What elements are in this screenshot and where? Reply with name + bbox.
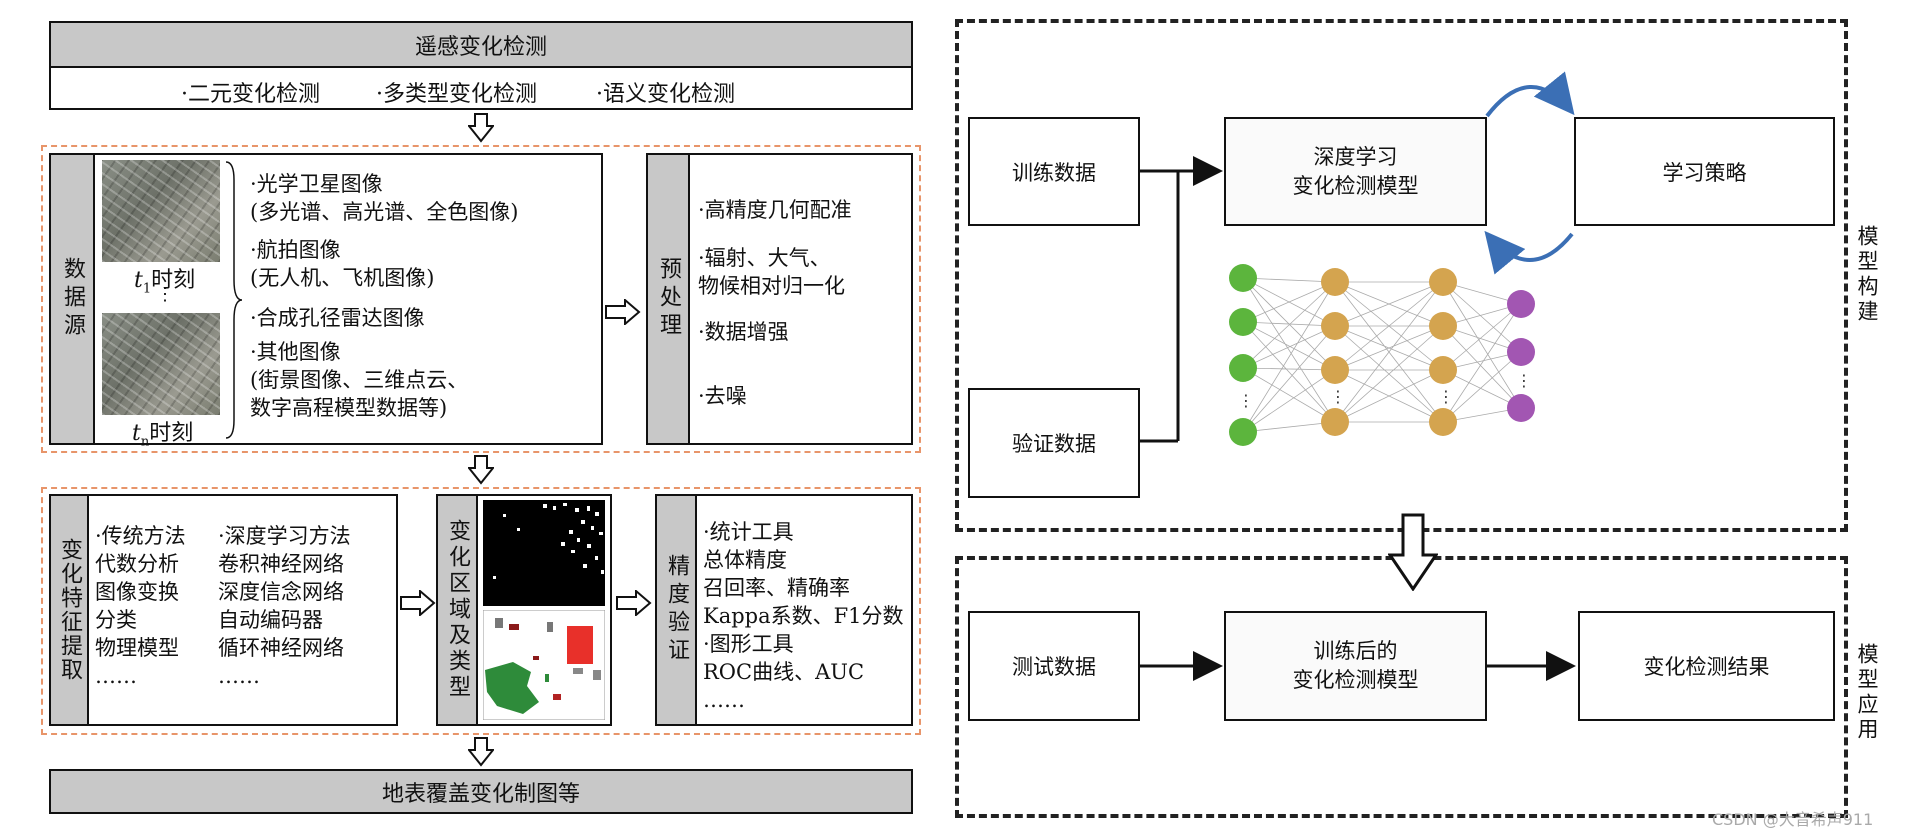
watermark: CSDN @大音希声911 bbox=[1712, 810, 1874, 829]
down-arrow-icon bbox=[468, 113, 494, 143]
right-arrow-icon bbox=[605, 299, 641, 325]
svg-text:⋮: ⋮ bbox=[1330, 387, 1346, 406]
svg-text:⋮: ⋮ bbox=[1438, 387, 1454, 406]
traditional-methods-list: ·传统方法 代数分析 图像变换 分类 物理模型 …… bbox=[95, 524, 186, 688]
type-binary: ·二元变化检测 bbox=[181, 82, 320, 107]
deep-learning-model-box: 深度学习 变化检测模型 bbox=[1224, 117, 1487, 226]
preprocess-label: 预处理 bbox=[648, 155, 690, 443]
svg-text:⋮: ⋮ bbox=[1238, 391, 1254, 410]
time-ellipsis: ⋮ bbox=[156, 284, 174, 305]
test-data-box: 测试数据 bbox=[968, 611, 1140, 721]
satellite-image-tn bbox=[102, 313, 220, 415]
data-source-label: 数据源 bbox=[51, 155, 95, 443]
down-arrow-icon bbox=[468, 737, 494, 767]
data-source-list: ·光学卫星图像 (多光谱、高光谱、全色图像) ·航拍图像 (无人机、飞机图像) … bbox=[250, 172, 519, 420]
time-t1-label: t1时刻 bbox=[134, 268, 196, 297]
multiclass-change-map bbox=[483, 610, 605, 720]
detection-result-box: 变化检测结果 bbox=[1578, 611, 1835, 721]
accuracy-list: ·统计工具 总体精度 召回率、精确率 Kappa系数、F1分数 ·图形工具 RO… bbox=[703, 520, 904, 712]
preprocess-list: ·高精度几何配准 ·辐射、大气、 物候相对归一化 ·数据增强 ·去噪 bbox=[698, 198, 852, 408]
svg-text:⋮: ⋮ bbox=[1516, 371, 1532, 390]
time-tn-label: tn时刻 bbox=[132, 421, 194, 450]
change-detection-types: ·二元变化检测 ·多类型变化检测 ·语义变化检测 bbox=[49, 66, 913, 110]
validation-data-box: 验证数据 bbox=[968, 388, 1140, 498]
learning-strategy-box: 学习策略 bbox=[1574, 117, 1835, 226]
accuracy-box bbox=[655, 494, 913, 726]
right-arrow-icon bbox=[400, 590, 436, 616]
title-remote-sensing-change-detection: 遥感变化检测 bbox=[49, 21, 913, 68]
model-build-label: 模型构建 bbox=[1855, 225, 1879, 325]
model-apply-label: 模型应用 bbox=[1855, 643, 1879, 743]
feature-extraction-box bbox=[49, 494, 398, 726]
hollow-down-arrow-icon bbox=[1388, 513, 1438, 591]
feature-accuracy-group bbox=[41, 487, 921, 735]
change-region-label: 变化区域及类型 bbox=[438, 496, 478, 724]
trained-model-box: 训练后的 变化检测模型 bbox=[1224, 611, 1487, 721]
binary-change-map bbox=[483, 500, 605, 606]
data-preprocess-group bbox=[41, 145, 921, 453]
down-arrow-icon bbox=[468, 455, 494, 485]
brace-icon bbox=[225, 161, 243, 439]
type-multiclass: ·多类型变化检测 bbox=[376, 82, 537, 107]
accuracy-label: 精度验证 bbox=[657, 496, 697, 724]
training-data-box: 训练数据 bbox=[968, 117, 1140, 226]
feature-extraction-label: 变化特征提取 bbox=[51, 496, 89, 724]
preprocess-box bbox=[646, 153, 913, 445]
deep-learning-methods-list: ·深度学习方法 卷积神经网络 深度信念网络 自动编码器 循环神经网络 …… bbox=[218, 524, 351, 688]
satellite-image-t1 bbox=[102, 160, 220, 262]
neural-network-diagram: ⋮ ⋮ ⋮ ⋮ bbox=[1229, 264, 1535, 446]
land-cover-mapping-title: 地表覆盖变化制图等 bbox=[49, 769, 913, 814]
type-semantic: ·语义变化检测 bbox=[596, 82, 735, 107]
right-arrow-icon bbox=[616, 590, 652, 616]
